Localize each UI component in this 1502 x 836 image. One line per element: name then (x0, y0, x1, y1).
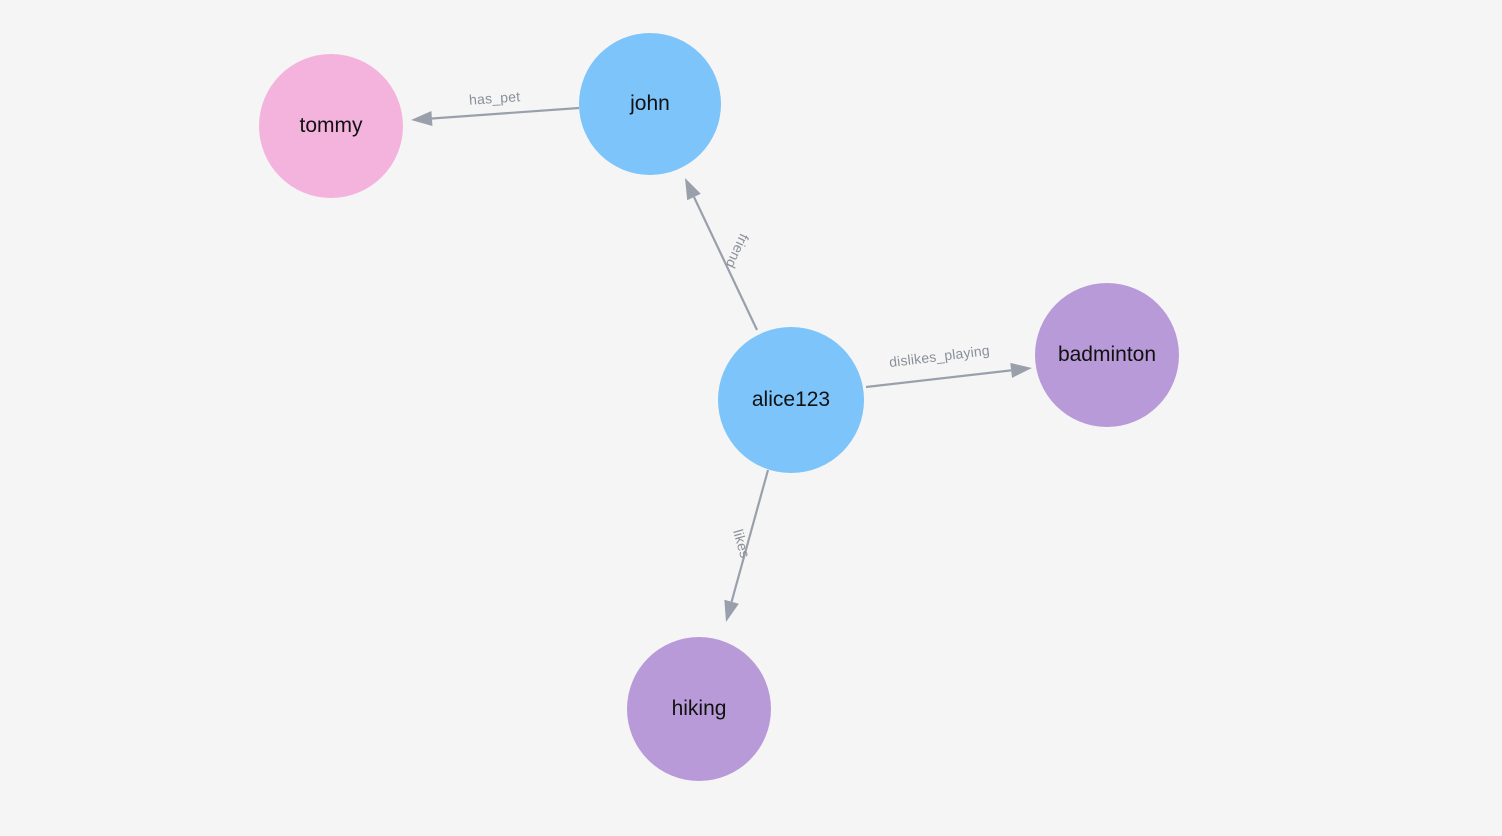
graph-node-label: badminton (1057, 343, 1157, 367)
graph-node-label: tommy (299, 114, 363, 138)
graph-node-hiking[interactable]: hiking (627, 637, 771, 781)
graph-node-label: john (630, 92, 670, 116)
edge-label: friend (723, 231, 753, 271)
edge-label: has_pet (469, 88, 521, 108)
edge-arrowhead-icon (1010, 362, 1032, 378)
graph-node-john[interactable]: john (579, 33, 721, 175)
graph-node-label: alice123 (751, 388, 831, 412)
edge-line[interactable] (865, 369, 1012, 389)
edge-arrowhead-icon (685, 178, 701, 201)
edge-arrowhead-icon (724, 599, 739, 622)
edge-label: likes (730, 527, 753, 559)
edge-line[interactable] (431, 106, 580, 120)
edge-arrowhead-icon (411, 111, 433, 126)
edge-line[interactable] (730, 469, 770, 603)
graph-node-label: hiking (671, 697, 727, 721)
graph-node-alice123[interactable]: alice123 (718, 327, 864, 473)
graph-node-badminton[interactable]: badminton (1035, 283, 1179, 427)
graph-node-tommy[interactable]: tommy (259, 54, 403, 198)
edge-line[interactable] (692, 196, 758, 331)
edge-label: dislikes_playing (888, 342, 990, 370)
